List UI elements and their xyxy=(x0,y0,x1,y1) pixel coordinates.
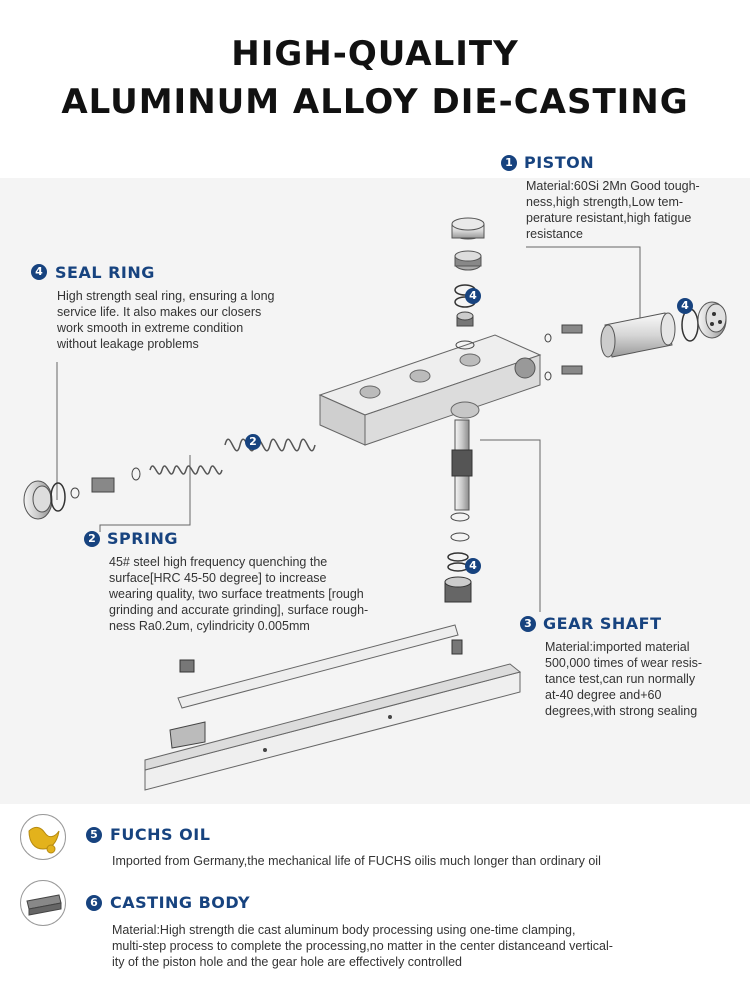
oil-icon xyxy=(20,814,66,860)
spring-description: 45# steel high frequency quenching the s… xyxy=(109,554,409,634)
spring-line: wearing quality, two surface treatments … xyxy=(109,587,364,601)
arm-and-track xyxy=(144,624,522,791)
fuchs-oil-description: Imported from Germany,the mechanical lif… xyxy=(112,853,732,869)
piston-description: Material:60Si 2Mn Good tough- ness,high … xyxy=(526,178,741,242)
casting-body-line: ity of the piston hole and the gear hole… xyxy=(112,955,462,969)
seal-ring-line: work smooth in extreme condition xyxy=(57,321,244,335)
gear-shaft-description: Material:imported material 500,000 times… xyxy=(545,639,745,719)
seal-ring-line: High strength seal ring, ensuring a long xyxy=(57,289,275,303)
casting-body-description: Material:High strength die cast aluminum… xyxy=(112,922,732,970)
page-title-line-1: HIGH-QUALITY xyxy=(231,34,519,74)
left-end-parts xyxy=(23,467,141,520)
seal-ring-description: High strength seal ring, ensuring a long… xyxy=(57,288,317,352)
seal-ring-heading: SEAL RING xyxy=(55,263,155,282)
gear-shaft-line: degrees,with strong sealing xyxy=(545,704,698,718)
casting-body-shape xyxy=(318,334,542,446)
casting-body-heading: CASTING BODY xyxy=(110,893,251,912)
gear-shaft-number-badge: 3 xyxy=(520,616,536,632)
page-title-line-2: ALUMINUM ALLOY DIE-CASTING xyxy=(61,82,689,122)
spring-line: grinding and accurate grinding], surface… xyxy=(109,603,369,617)
fuchs-oil-line: Imported from Germany,the mechanical lif… xyxy=(112,854,601,868)
piston-shape xyxy=(544,301,727,381)
piston-line: resistance xyxy=(526,227,583,241)
seal-ring-number-badge: 4 xyxy=(31,264,47,280)
seal-ring-line: without leakage problems xyxy=(57,337,199,351)
gear-shaft-line: tance test,can run normally xyxy=(545,672,696,686)
fuchs-oil-number-badge: 5 xyxy=(86,827,102,843)
casting-body-block-icon xyxy=(26,894,62,916)
seal-ring-callout-top: 4 xyxy=(465,288,481,304)
spring-heading: SPRING xyxy=(107,529,179,548)
gear-shaft-shape xyxy=(444,419,473,655)
gear-shaft-heading: GEAR SHAFT xyxy=(543,614,662,633)
seal-ring-callout-gear: 4 xyxy=(465,558,481,574)
seal-ring-line: service life. It also makes our closers xyxy=(57,305,262,319)
piston-line: ness,high strength,Low tem- xyxy=(526,195,684,209)
spring-line: surface[HRC 45-50 degree] to increase xyxy=(109,571,327,585)
seal-ring-callout-right: 4 xyxy=(677,298,693,314)
spring-line: ness Ra0.2um, cylindricity 0.005mm xyxy=(109,619,310,633)
oil-drop-icon xyxy=(28,826,60,854)
spring-line: 45# steel high frequency quenching the xyxy=(109,555,328,569)
gear-shaft-line: Material:imported material xyxy=(545,640,690,654)
top-valve-stack xyxy=(451,217,485,350)
spring-callout-mid: 2 xyxy=(245,434,261,450)
gear-shaft-line: 500,000 times of wear resis- xyxy=(545,656,703,670)
casting-body-number-badge: 6 xyxy=(86,895,102,911)
fuchs-oil-heading: FUCHS OIL xyxy=(110,825,211,844)
casting-body-icon xyxy=(20,880,66,926)
piston-line: perature resistant,high fatigue xyxy=(526,211,692,225)
casting-body-line: Material:High strength die cast aluminum… xyxy=(112,923,576,937)
casting-body-line: multi-step process to complete the proce… xyxy=(112,939,613,953)
piston-line: Material:60Si 2Mn Good tough- xyxy=(526,179,700,193)
piston-heading: PISTON xyxy=(524,153,595,172)
piston-number-badge: 1 xyxy=(501,155,517,171)
spring-number-badge: 2 xyxy=(84,531,100,547)
gear-shaft-line: at-40 degree and+60 xyxy=(545,688,662,702)
spring-coils xyxy=(149,438,316,475)
